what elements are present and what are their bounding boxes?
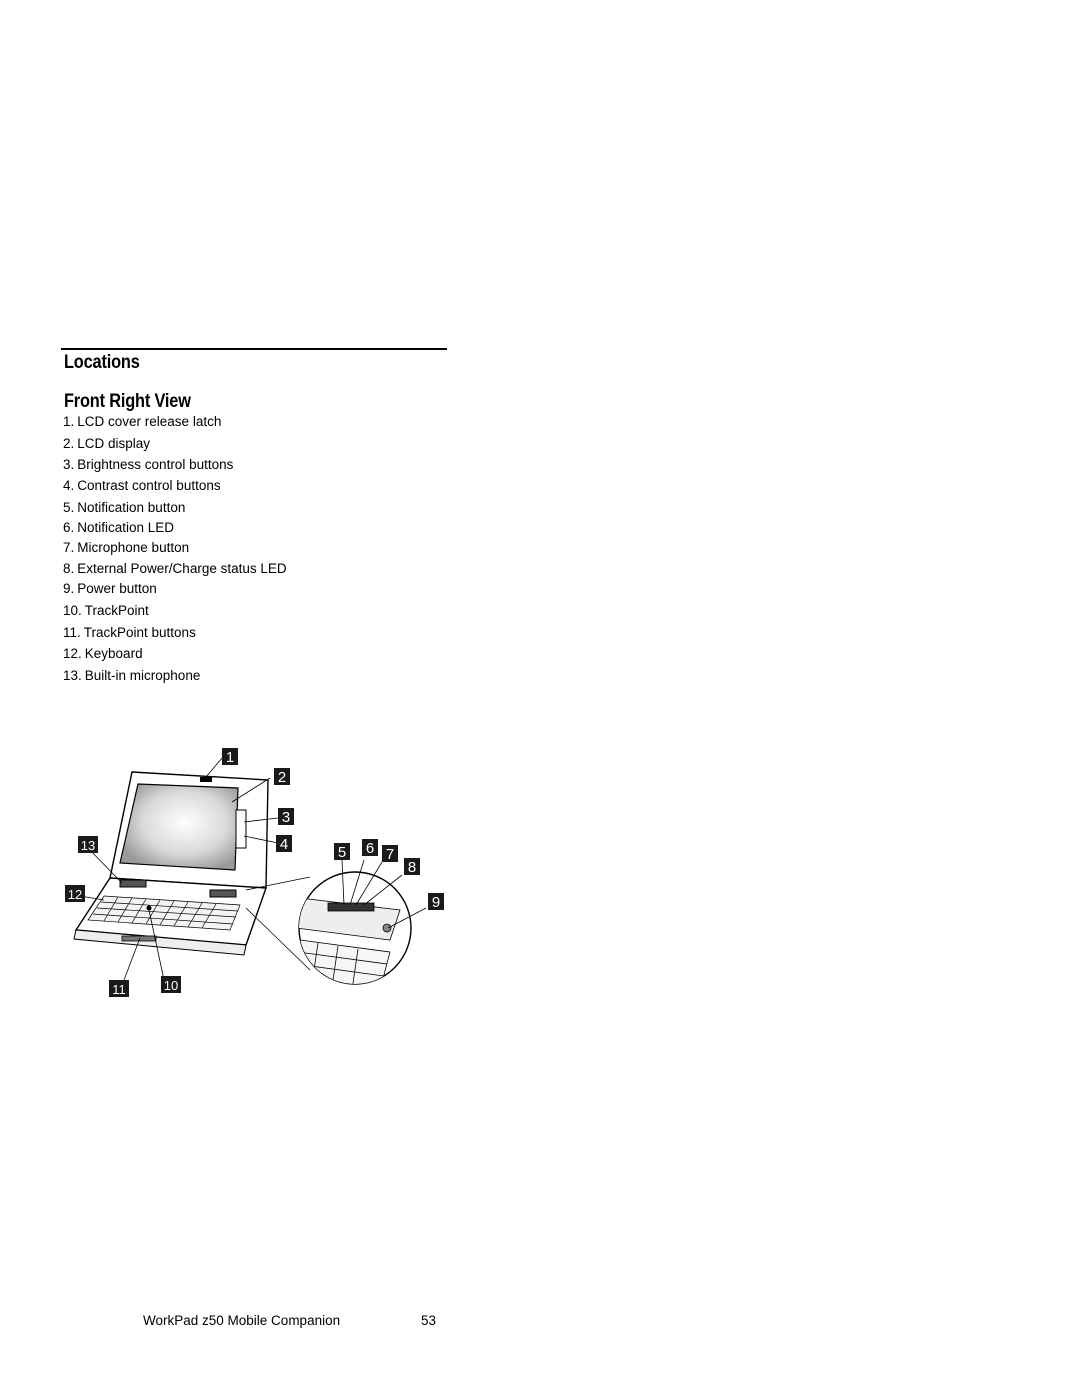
list-item: 4.Contrast control buttons bbox=[63, 478, 221, 493]
item-number: 12. bbox=[63, 646, 82, 661]
svg-text:12: 12 bbox=[68, 887, 82, 902]
item-number: 10. bbox=[63, 603, 82, 618]
hinge-left bbox=[119, 879, 147, 888]
item-number: 7. bbox=[63, 540, 75, 555]
item-label: Brightness control buttons bbox=[77, 457, 234, 472]
item-number: 6. bbox=[63, 520, 75, 535]
page-number: 53 bbox=[421, 1313, 437, 1328]
callout-9: 9 bbox=[428, 893, 444, 911]
svg-text:9: 9 bbox=[432, 894, 440, 911]
item-label: LCD display bbox=[77, 436, 151, 451]
item-number: 5. bbox=[63, 500, 75, 515]
item-label: Contrast control buttons bbox=[77, 478, 221, 493]
control-buttons bbox=[235, 809, 247, 849]
item-label: Notification LED bbox=[77, 520, 175, 535]
callout-12: 12 bbox=[65, 885, 85, 902]
callout-4: 4 bbox=[276, 835, 292, 853]
list-item: 11.TrackPoint buttons bbox=[63, 625, 196, 640]
item-number: 3. bbox=[63, 457, 75, 472]
svg-text:1: 1 bbox=[226, 749, 234, 766]
item-number: 4. bbox=[63, 478, 75, 493]
list-item: 8.External Power/Charge status LED bbox=[63, 561, 287, 576]
callout-10: 10 bbox=[161, 976, 181, 993]
item-label: LCD cover release latch bbox=[77, 414, 222, 429]
list-item: 3.Brightness control buttons bbox=[63, 457, 233, 472]
list-item: 10.TrackPoint bbox=[63, 603, 149, 618]
callout-3: 3 bbox=[278, 808, 294, 826]
svg-text:2: 2 bbox=[278, 769, 286, 786]
item-number: 11. bbox=[63, 625, 81, 640]
callout-11: 11 bbox=[109, 980, 129, 997]
section-title: Locations bbox=[64, 352, 140, 373]
item-label: TrackPoint bbox=[84, 603, 149, 618]
item-label: TrackPoint buttons bbox=[83, 625, 196, 640]
item-label: Keyboard bbox=[84, 646, 143, 661]
callout-7: 7 bbox=[382, 845, 398, 863]
item-label: Built-in microphone bbox=[84, 668, 201, 683]
svg-text:13: 13 bbox=[81, 838, 95, 853]
laptop-diagram: 1 2 3 4 5 6 7 8 9 10 11 12 13 bbox=[65, 748, 444, 997]
item-number: 2. bbox=[63, 436, 75, 451]
hinge-right bbox=[209, 889, 237, 898]
callout-1: 1 bbox=[222, 748, 238, 766]
svg-text:11: 11 bbox=[112, 982, 126, 997]
list-item: 6.Notification LED bbox=[63, 520, 174, 535]
item-label: External Power/Charge status LED bbox=[77, 561, 287, 576]
section-subtitle: Front Right View bbox=[64, 391, 191, 412]
cover-latch bbox=[200, 777, 212, 782]
callout-6: 6 bbox=[362, 839, 378, 857]
callout-2: 2 bbox=[274, 768, 290, 786]
footer-title: WorkPad z50 Mobile Companion bbox=[143, 1313, 341, 1328]
svg-text:7: 7 bbox=[386, 846, 394, 863]
svg-text:3: 3 bbox=[282, 809, 290, 826]
svg-text:5: 5 bbox=[338, 844, 346, 861]
list-item: 13.Built-in microphone bbox=[63, 668, 200, 683]
item-number: 8. bbox=[63, 561, 75, 576]
item-number: 13. bbox=[63, 668, 82, 683]
keyboard bbox=[87, 895, 241, 931]
lcd-screen bbox=[119, 783, 239, 871]
svg-text:8: 8 bbox=[408, 859, 416, 876]
callout-5: 5 bbox=[334, 843, 350, 861]
list-item: 5.Notification button bbox=[63, 500, 185, 515]
svg-text:4: 4 bbox=[280, 836, 288, 853]
list-item: 1.LCD cover release latch bbox=[63, 414, 221, 429]
trackpoint bbox=[146, 905, 152, 911]
list-item: 12.Keyboard bbox=[63, 646, 143, 661]
item-label: Notification button bbox=[77, 500, 186, 515]
item-number: 1. bbox=[63, 414, 75, 429]
svg-text:6: 6 bbox=[366, 840, 374, 857]
item-label: Microphone button bbox=[77, 540, 190, 555]
base-front bbox=[73, 929, 247, 956]
svg-text:10: 10 bbox=[164, 978, 178, 993]
callout-8: 8 bbox=[404, 858, 420, 876]
section-rule bbox=[61, 348, 447, 350]
item-number: 9. bbox=[63, 581, 75, 596]
list-item: 7.Microphone button bbox=[63, 540, 189, 555]
list-item: 2.LCD display bbox=[63, 436, 150, 451]
callout-13: 13 bbox=[78, 836, 98, 853]
list-item: 9.Power button bbox=[63, 581, 157, 596]
item-label: Power button bbox=[77, 581, 157, 596]
